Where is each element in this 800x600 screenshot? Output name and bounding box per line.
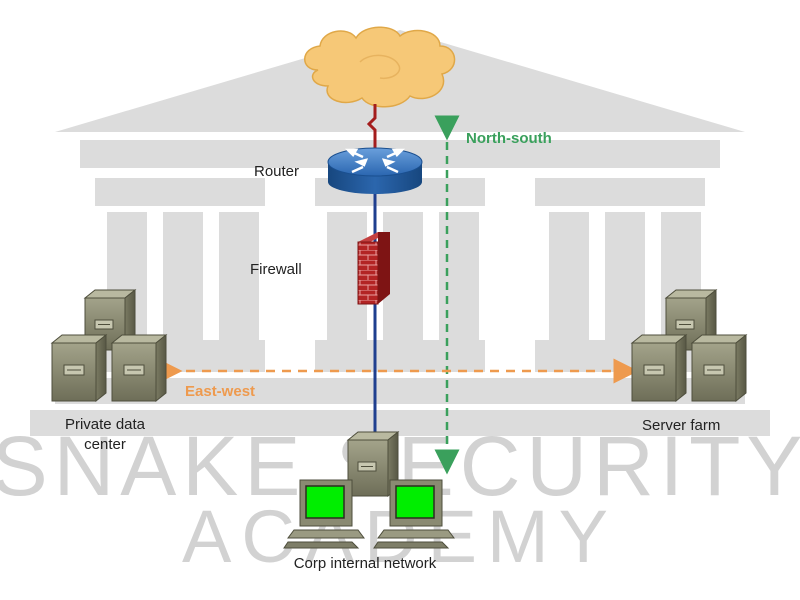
internet-cloud-icon [304, 26, 456, 108]
router-label: Router [254, 163, 299, 180]
north-south-label: North-south [466, 130, 552, 147]
temple-base [30, 410, 770, 436]
wan-link [366, 104, 377, 148]
server-farm-label: Server farm [642, 417, 720, 434]
workstation-icon [373, 479, 455, 549]
private-data-center-label: Private data center [64, 416, 146, 453]
private-data-center-servers-icon [50, 288, 168, 403]
corp-network-label: Corp internal network [294, 555, 437, 572]
firewall-label: Firewall [250, 261, 302, 278]
router-icon [327, 147, 423, 194]
firewall-icon [357, 232, 390, 305]
workstation-icon [283, 479, 365, 549]
east-west-label: East-west [185, 383, 255, 400]
server-farm-servers-icon [630, 288, 748, 403]
corp-network-icon [283, 430, 455, 549]
